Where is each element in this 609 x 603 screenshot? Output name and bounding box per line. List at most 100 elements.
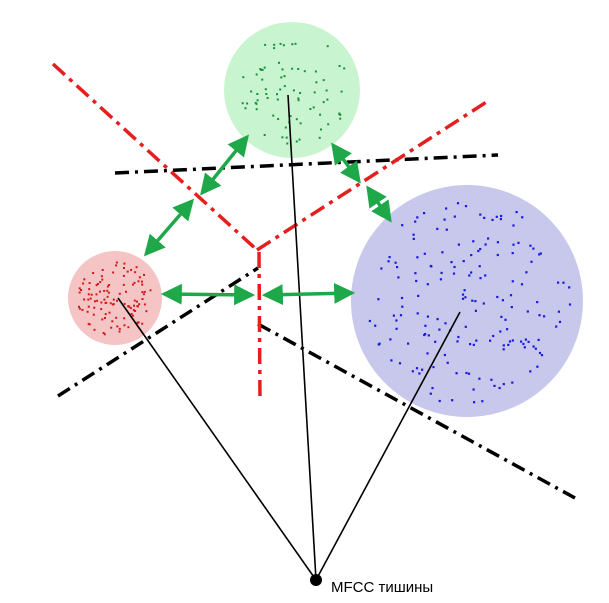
cluster-dot — [412, 233, 415, 236]
cluster-dot — [462, 260, 465, 263]
cluster-dot — [104, 302, 107, 304]
cluster-dot — [499, 330, 502, 333]
cluster-dot — [487, 237, 490, 240]
black-boundaries — [57, 153, 576, 500]
cluster-dot — [141, 322, 144, 325]
cluster-dot — [291, 67, 294, 70]
cluster-dot — [106, 289, 109, 292]
cluster-dot — [283, 75, 286, 78]
cluster-dot — [299, 92, 302, 94]
cluster-dot — [116, 325, 119, 328]
cluster-dot — [499, 218, 502, 221]
cluster-dot — [339, 113, 342, 116]
cluster-dot — [322, 101, 325, 104]
cluster-dot — [130, 268, 133, 271]
cluster-dot — [557, 310, 560, 313]
cluster-dot — [501, 299, 504, 302]
cluster-dot — [82, 282, 85, 285]
cluster-dot — [445, 228, 448, 231]
cluster-dot — [295, 118, 298, 121]
cluster-dot — [122, 283, 125, 286]
cluster-dot — [133, 299, 136, 302]
cluster-dot — [536, 365, 539, 368]
distance-arrows — [143, 134, 392, 306]
cluster-dot — [103, 333, 106, 336]
cluster-dot — [281, 68, 284, 71]
cluster-dot — [123, 302, 126, 305]
cluster-dot — [279, 88, 282, 91]
cluster-dot — [484, 243, 487, 246]
cluster-dot — [111, 320, 114, 323]
cluster-dot — [309, 108, 312, 110]
cluster-dot — [525, 271, 528, 274]
cluster-dot — [78, 305, 80, 308]
cluster-dot — [416, 216, 419, 219]
cluster-dot — [283, 85, 286, 88]
cluster-dot — [377, 343, 380, 346]
green-cluster — [224, 22, 360, 158]
cluster-dot — [555, 325, 558, 328]
cluster-dot — [115, 264, 118, 267]
cluster-dot — [500, 315, 503, 318]
cluster-dot — [107, 291, 110, 294]
cluster-dot — [295, 140, 298, 143]
cluster-dot — [123, 262, 126, 265]
cluster-dot — [123, 317, 126, 320]
cluster-dot — [407, 342, 410, 345]
cluster-dot — [538, 314, 541, 317]
cluster-dot — [255, 102, 258, 105]
cluster-dot — [284, 126, 287, 129]
cluster-dot — [279, 42, 282, 45]
cluster-dot — [297, 97, 300, 100]
arrow-green-blue-lower — [366, 185, 392, 223]
cluster-dot — [496, 295, 499, 299]
cluster-dot — [143, 273, 145, 276]
arrow-red-boundary-upper — [143, 198, 195, 257]
cluster-dot — [291, 43, 294, 46]
cluster-dot — [96, 299, 99, 302]
cluster-dot — [529, 370, 532, 373]
cluster-dot — [108, 284, 111, 286]
cluster-dot — [520, 340, 523, 343]
cluster-dot — [96, 283, 99, 285]
cluster-dot — [92, 272, 95, 274]
cluster-dot — [111, 303, 114, 306]
cluster-dot — [439, 278, 442, 281]
cluster-dot — [255, 108, 258, 111]
cluster-dot — [457, 243, 460, 246]
cluster-dot — [418, 372, 421, 375]
cluster-dot — [504, 318, 507, 321]
cluster-dot — [500, 214, 503, 218]
cluster-dot — [101, 278, 104, 281]
cluster-dot — [436, 227, 439, 230]
cluster-dot — [479, 248, 482, 251]
cluster-dot — [492, 334, 495, 338]
cluster-dot — [398, 362, 402, 365]
cluster-dot — [429, 392, 432, 395]
cluster-dot — [299, 122, 302, 125]
cluster-dot — [281, 136, 284, 139]
cluster-dot — [116, 299, 118, 302]
cluster-dot — [461, 297, 465, 300]
cluster-dot — [532, 345, 535, 348]
arrow-green-boundary — [200, 134, 249, 196]
cluster-dot — [446, 361, 449, 364]
cluster-dot — [483, 216, 486, 219]
cluster-dot — [259, 68, 262, 70]
cluster-dot — [451, 399, 454, 402]
cluster-dot — [246, 102, 249, 105]
cluster-dot — [123, 324, 126, 327]
cluster-dot — [453, 215, 456, 218]
cluster-dot — [250, 90, 253, 93]
cluster-dot — [104, 317, 106, 319]
cluster-dot — [106, 285, 109, 288]
cluster-dot — [132, 309, 135, 312]
cluster-dot — [92, 313, 95, 316]
cluster-dot — [526, 310, 529, 313]
cluster-dot — [87, 298, 90, 301]
cluster-dot — [142, 293, 145, 296]
cluster-dot — [421, 368, 424, 371]
cluster-dot — [264, 88, 267, 91]
cluster-dot — [244, 107, 247, 110]
cluster-dot — [137, 280, 140, 283]
